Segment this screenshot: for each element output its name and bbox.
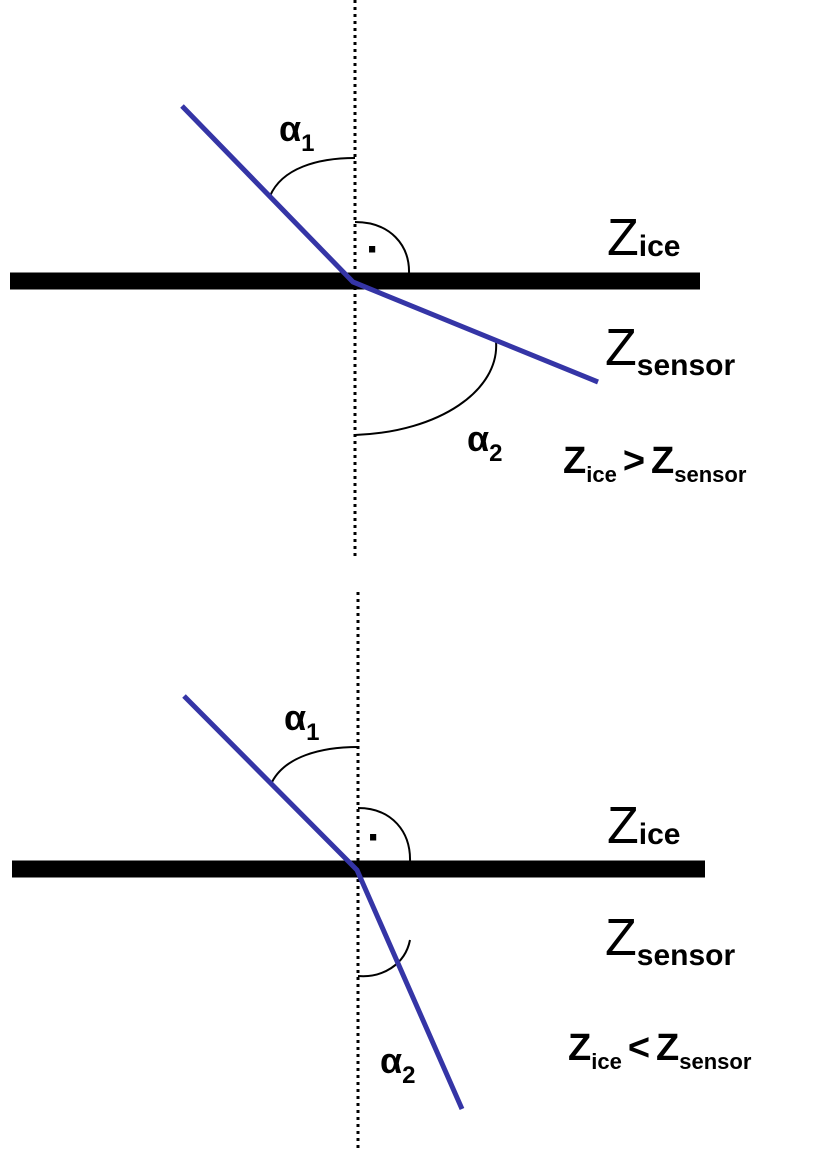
right-angle-arc-top — [354, 221, 411, 275]
panel-bottom: · α1 α2 Zice Zsensor Zice<Zsensor — [12, 592, 752, 1151]
medium-upper-label-bottom: Zice — [607, 797, 680, 855]
right-angle-dot-bottom: · — [367, 813, 382, 862]
relation-label-top: Zice>Zsensor — [563, 440, 747, 487]
right-angle-arc-bottom — [357, 807, 412, 863]
panel-top: · α1 α2 Zice Zsensor Zice>Zsensor — [10, 0, 747, 556]
arc-alpha1-top — [269, 157, 356, 197]
alpha2-label-bottom: α2 — [380, 1040, 416, 1089]
alpha1-label-top: α1 — [279, 108, 315, 157]
arc-alpha1-bottom — [271, 746, 359, 783]
right-angle-dot-top: · — [366, 225, 381, 274]
alpha1-label-bottom: α1 — [284, 697, 320, 746]
ray-bottom — [182, 694, 465, 1111]
medium-upper-label-top: Zice — [607, 209, 680, 267]
arc-alpha2-bottom — [357, 939, 411, 978]
alpha2-label-top: α2 — [467, 418, 503, 467]
ray-top — [180, 104, 599, 385]
relation-label-bottom: Zice<Zsensor — [568, 1027, 752, 1074]
medium-lower-label-bottom: Zsensor — [605, 909, 735, 972]
medium-lower-label-top: Zsensor — [605, 319, 735, 382]
arc-alpha2-top — [354, 340, 498, 436]
